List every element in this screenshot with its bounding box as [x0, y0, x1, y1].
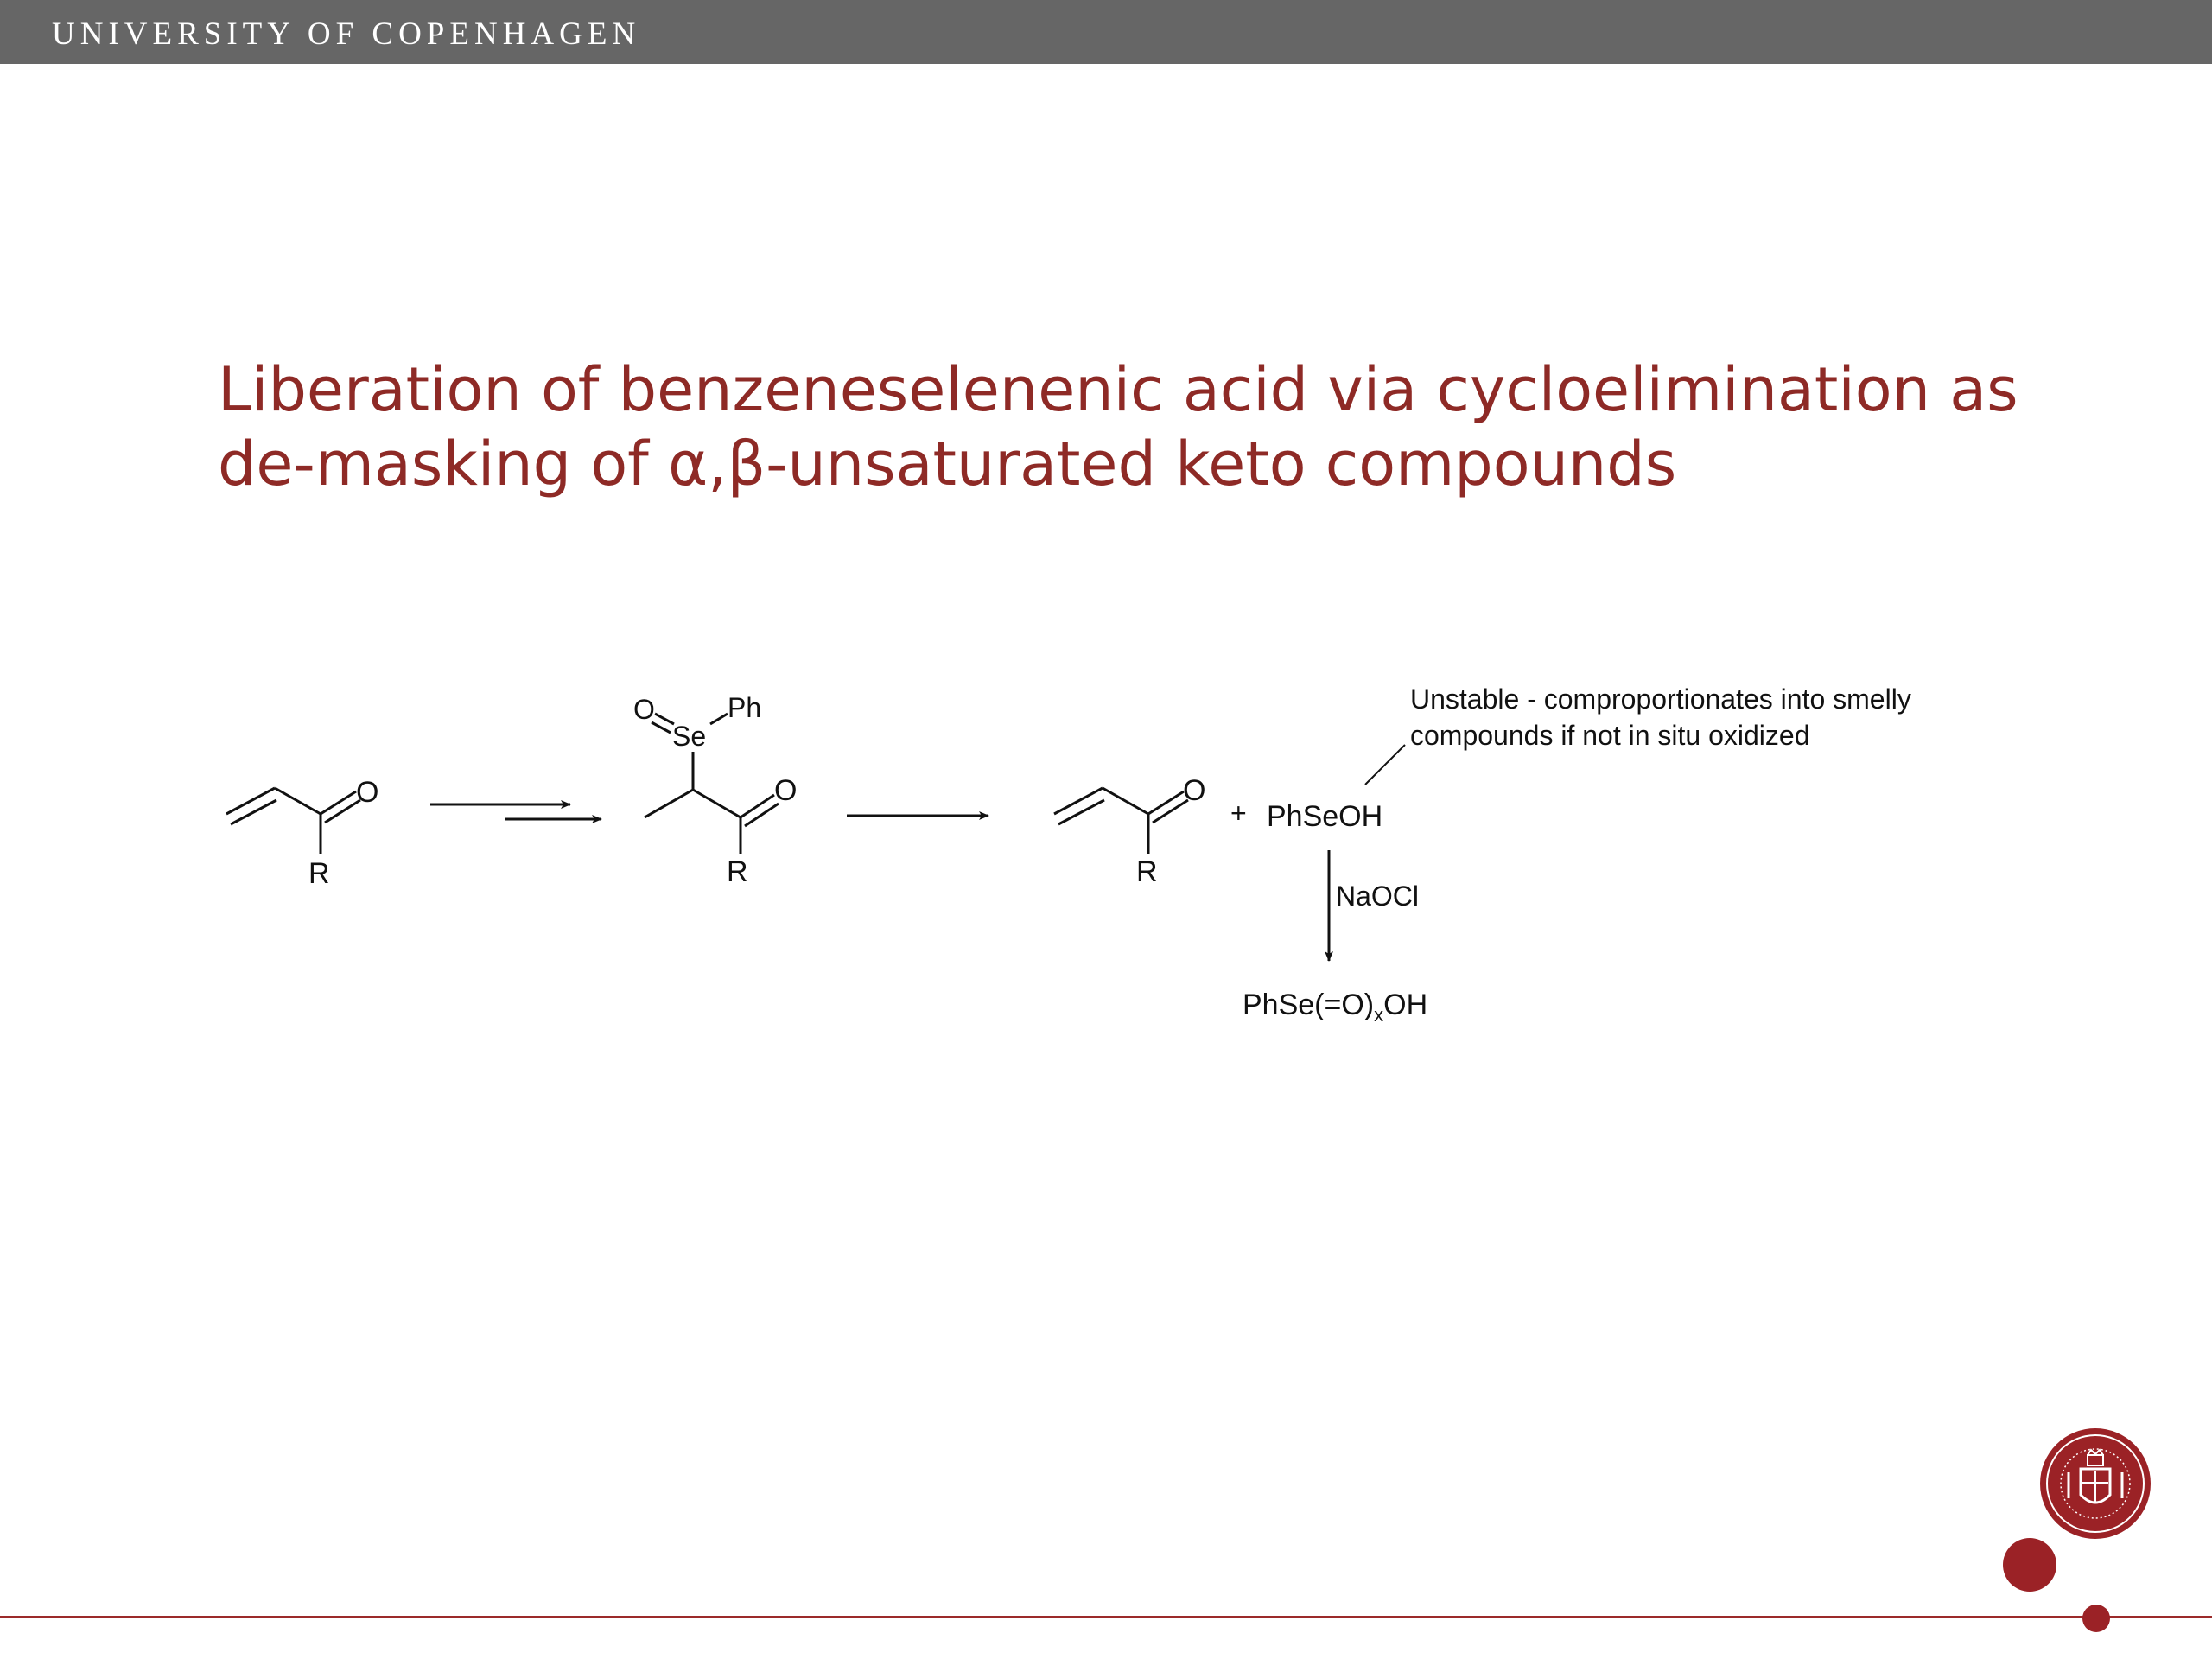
decorative-dot-large: [2003, 1538, 2056, 1592]
atom-r-product: R: [1136, 855, 1158, 888]
atom-o-start: O: [356, 776, 378, 809]
university-wordmark: UNIVERSITY OF COPENHAGEN: [52, 16, 641, 52]
atom-o-selenoxide: O: [633, 694, 655, 725]
plus-sign: +: [1230, 798, 1247, 829]
multistep-arrow: [430, 800, 602, 823]
atom-o-product: O: [1183, 774, 1205, 807]
selenoxide-intermediate: [644, 712, 779, 854]
phseoh-label: PhSeOH: [1267, 800, 1382, 833]
final-product: PhSe(=O)xOH: [1243, 988, 1427, 1026]
final-product-main: PhSe(=O): [1243, 988, 1374, 1021]
final-product-tail: OH: [1383, 988, 1427, 1021]
header-bar: UNIVERSITY OF COPENHAGEN: [0, 0, 2212, 64]
atom-se: Se: [672, 721, 706, 752]
footer-rule: [0, 1616, 2212, 1618]
slide-title: Liberation of benzeneselenenic acid via …: [218, 353, 2119, 501]
annotation-leader-line: [1364, 744, 1406, 785]
phenyl-label: Ph: [728, 692, 761, 723]
atom-r-mid: R: [727, 855, 748, 888]
university-seal-icon: [2040, 1428, 2151, 1539]
annotation-line-1: Unstable - comproportionates into smelly: [1410, 683, 1911, 715]
decorative-dot-small: [2082, 1605, 2110, 1632]
reagent-naocl: NaOCl: [1336, 880, 1419, 912]
annotation-line-2: compounds if not in situ oxidized: [1410, 720, 1809, 751]
starting-enone: [226, 786, 361, 854]
atom-r-start: R: [308, 857, 330, 890]
title-line-2: de-masking of α,β-unsaturated keto compo…: [218, 429, 1677, 499]
product-enone: [1053, 786, 1189, 854]
atom-o-ketone-mid: O: [774, 774, 797, 807]
title-line-1: Liberation of benzeneselenenic acid via …: [218, 354, 2018, 425]
final-product-subscript: x: [1374, 1004, 1383, 1026]
